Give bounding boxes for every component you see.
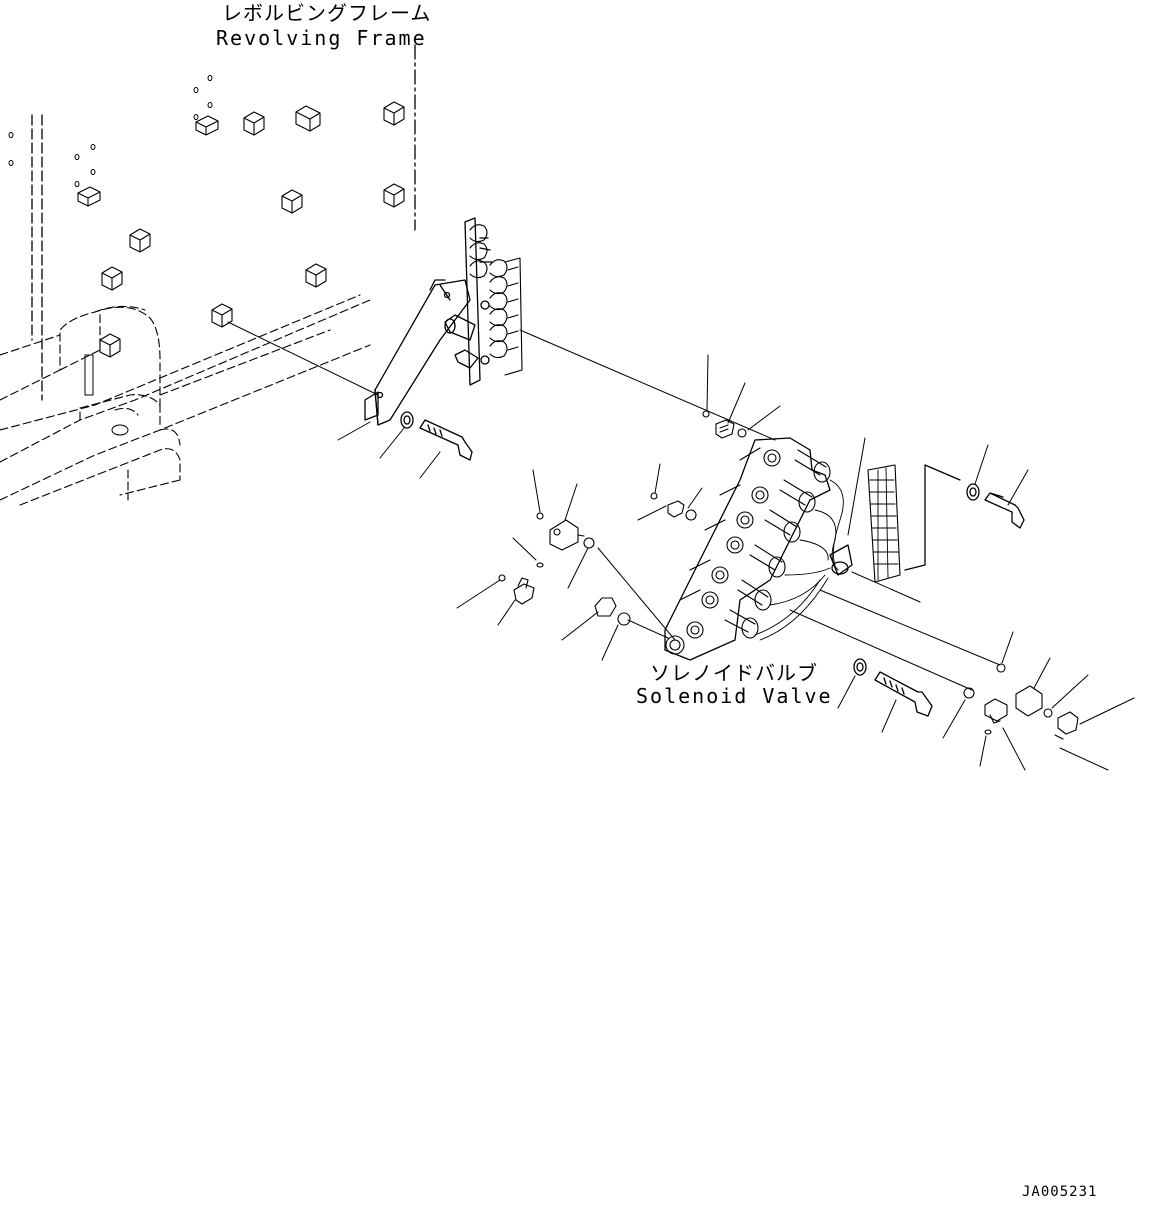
valve-bolt-right bbox=[985, 493, 1015, 512]
harness-clamps bbox=[470, 225, 522, 375]
valve-wiring bbox=[755, 480, 843, 640]
oring-11 bbox=[964, 688, 974, 698]
bracket-bolt bbox=[420, 420, 462, 445]
fitting-4 bbox=[985, 699, 1007, 721]
bracket-bolt-set bbox=[401, 412, 472, 460]
fitting-1 bbox=[716, 420, 734, 438]
fitting-block-1 bbox=[550, 520, 578, 550]
oring-7 bbox=[537, 563, 543, 567]
revolving-frame-label-jp: レボルビングフレーム bbox=[222, 1, 432, 25]
frame-boundary-dashed-line-2 bbox=[32, 115, 42, 400]
frame-holes bbox=[9, 76, 212, 187]
fitting-block-2 bbox=[1016, 686, 1042, 716]
oring-13 bbox=[1044, 709, 1052, 717]
bracket-washer bbox=[401, 412, 413, 428]
fitting-2 bbox=[668, 501, 684, 517]
oring-3 bbox=[651, 493, 657, 499]
fitting-3 bbox=[514, 584, 534, 604]
oring-2 bbox=[738, 429, 746, 437]
mounting-bracket bbox=[365, 218, 522, 425]
revolving-frame-label-en: Revolving Frame bbox=[216, 26, 427, 50]
revolving-frame bbox=[0, 45, 415, 505]
valve-bolt-set bbox=[854, 484, 1024, 716]
fittings-and-orings bbox=[499, 411, 1078, 739]
frame-nut-blocks bbox=[78, 102, 404, 357]
connector-clamp-bracket bbox=[868, 465, 900, 582]
oring-4 bbox=[686, 510, 696, 520]
oring-6 bbox=[584, 538, 594, 548]
oring-8 bbox=[499, 575, 505, 581]
oring-12 bbox=[985, 730, 991, 734]
frame-slot bbox=[85, 355, 93, 395]
elbow-fitting bbox=[1058, 712, 1078, 734]
valve-blocks bbox=[666, 448, 780, 654]
valve-washer-right bbox=[967, 484, 979, 500]
frame-bolt-hole bbox=[112, 425, 128, 435]
solenoid-valve-label-en: Solenoid Valve bbox=[636, 684, 833, 708]
solenoid-coils bbox=[725, 450, 830, 638]
oring-5 bbox=[537, 513, 543, 519]
leader-lines bbox=[228, 322, 1134, 770]
solenoid-valve-label-jp: ソレノイドバルブ bbox=[650, 661, 818, 685]
drawing-id: JA005231 bbox=[1022, 1184, 1098, 1200]
wiring-connector bbox=[830, 545, 852, 575]
solenoid-valve-assembly bbox=[665, 438, 960, 660]
oring-10 bbox=[997, 664, 1005, 672]
plug-hex bbox=[595, 598, 616, 616]
oring-9 bbox=[618, 613, 630, 625]
frame-structure bbox=[0, 295, 370, 505]
oring-1 bbox=[703, 411, 709, 417]
valve-bolt-lower bbox=[875, 672, 918, 702]
valve-washer-lower bbox=[854, 659, 866, 675]
